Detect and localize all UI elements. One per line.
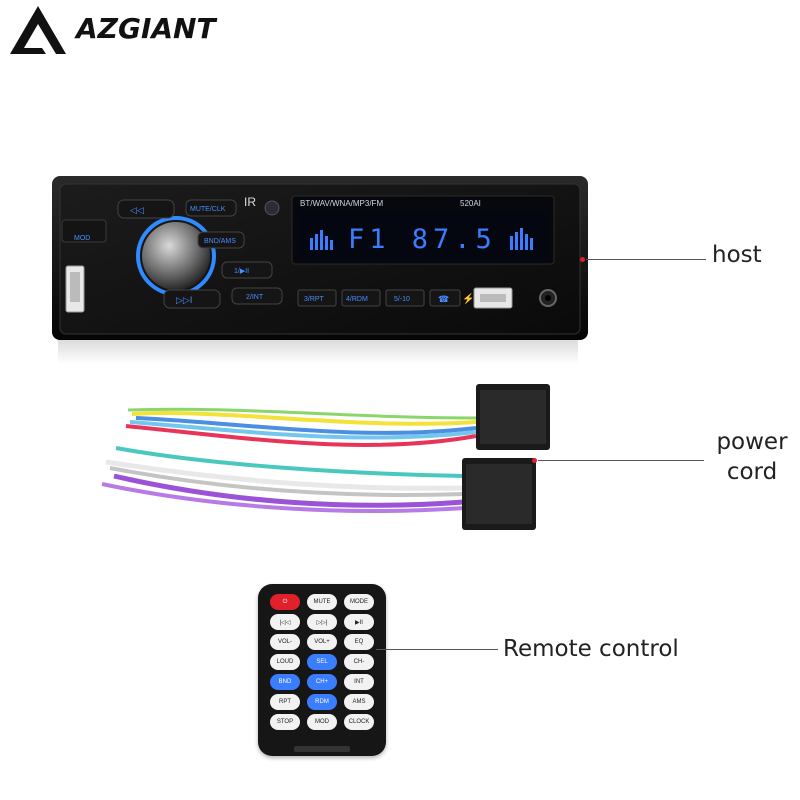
remote-button[interactable]: MODE [344, 594, 374, 610]
svg-text:3/RPT: 3/RPT [304, 296, 325, 303]
phone-button [429, 289, 461, 307]
eq-bars-left [310, 230, 333, 250]
remote-button[interactable]: |◁◁ [270, 614, 300, 630]
power-cord-harness [101, 384, 550, 530]
eq-bars-right [510, 228, 533, 250]
remote-button[interactable]: CLOCK [344, 714, 374, 730]
svg-text:BND/AMS: BND/AMS [204, 238, 236, 245]
svg-text:◁◁: ◁◁ [130, 205, 144, 215]
mod-button [61, 219, 107, 243]
power-marker [532, 458, 537, 463]
wire-yellow [131, 410, 477, 426]
skip-button [385, 289, 425, 307]
remote-button[interactable]: MUTE [307, 594, 337, 610]
wire-lightblue [129, 420, 477, 440]
remote-button[interactable]: RDM [307, 694, 337, 710]
remote-button[interactable]: VOL- [270, 634, 300, 650]
svg-text:5/-10: 5/-10 [394, 296, 410, 303]
azgiant-logo [10, 6, 66, 54]
wire-white [105, 459, 465, 491]
host-marker [580, 257, 585, 262]
charge-icon: ⚡ [462, 292, 474, 305]
volume-knob [142, 222, 210, 290]
host-leader-line [586, 259, 706, 260]
remote-button[interactable]: ⏻ [270, 594, 300, 610]
remote-button-grid: ⏻ MUTE MODE |◁◁ ▷▷| ▶II VOL- VOL+ EQ LOUD SEL CH- BN… [270, 594, 374, 730]
wire-violet [101, 482, 465, 513]
remote-button[interactable]: ▷▷| [307, 614, 337, 630]
svg-text:MUTE/CLK: MUTE/CLK [190, 206, 226, 213]
car-radio-head-unit: BT/WAV/WNA/MP3/FM 520AI F1 87.5 IR ◁◁ MO… [52, 176, 588, 364]
int-button [231, 287, 283, 305]
remote-button[interactable]: ▶II [344, 614, 374, 630]
svg-text:4/RDM: 4/RDM [346, 296, 368, 303]
remote-button[interactable]: BND [270, 674, 300, 690]
host-label: host [712, 242, 762, 268]
format-label: BT/WAV/WNA/MP3/FM [300, 199, 383, 208]
remote-button[interactable]: CH- [344, 654, 374, 670]
remote-button[interactable]: EQ [344, 634, 374, 650]
wire-green [127, 407, 477, 420]
mute-button [185, 199, 237, 217]
remote-button[interactable]: VOL+ [307, 634, 337, 650]
svg-text:2/INT: 2/INT [246, 294, 264, 301]
bnd-button [197, 231, 245, 249]
prev-button [117, 199, 175, 219]
remote-button[interactable]: RPT [270, 694, 300, 710]
remote-button[interactable]: STOP [270, 714, 300, 730]
power-leader-line [538, 460, 704, 461]
power-label-line1: power [716, 429, 788, 455]
svg-text:▷▷I: ▷▷I [176, 295, 192, 305]
logo-mark-icon [10, 6, 66, 54]
wire-grey [109, 466, 465, 497]
rdm-button [341, 289, 381, 307]
power-cord-label: power cord [706, 427, 798, 487]
remote-leader-line [376, 649, 498, 650]
wire-red [125, 424, 477, 447]
phone-icon: ☎ [438, 294, 449, 304]
wire-blue [135, 416, 477, 435]
brand-name: AZGIANT [76, 12, 216, 45]
remote-label: Remote control [503, 636, 679, 662]
model-label: 520AI [460, 199, 481, 208]
remote-button[interactable]: CH+ [307, 674, 337, 690]
lcd-frequency: F1 87.5 [348, 224, 497, 255]
remote-button[interactable]: INT [344, 674, 374, 690]
remote-bottom-bar [294, 746, 350, 752]
ir-logo-icon: IR [244, 195, 256, 209]
svg-text:MOD: MOD [74, 235, 90, 242]
radio-reflection [58, 338, 578, 364]
svg-text:1/▶II: 1/▶II [234, 268, 249, 275]
remote-control: ⏻ MUTE MODE |◁◁ ▷▷| ▶II VOL- VOL+ EQ LOUD SEL CH- BN… [258, 584, 386, 756]
remote-button[interactable]: MOD [307, 714, 337, 730]
front-camera-icon [264, 200, 280, 216]
lcd-screen [298, 212, 548, 258]
wire-teal [115, 446, 465, 478]
remote-button[interactable]: SEL [307, 654, 337, 670]
next-button [163, 289, 221, 309]
remote-button[interactable]: LOUD [270, 654, 300, 670]
play-button [221, 261, 273, 279]
remote-button[interactable]: AMS [344, 694, 374, 710]
wire-purple [113, 473, 465, 508]
power-label-line2: cord [726, 459, 778, 485]
rpt-button [297, 289, 337, 307]
